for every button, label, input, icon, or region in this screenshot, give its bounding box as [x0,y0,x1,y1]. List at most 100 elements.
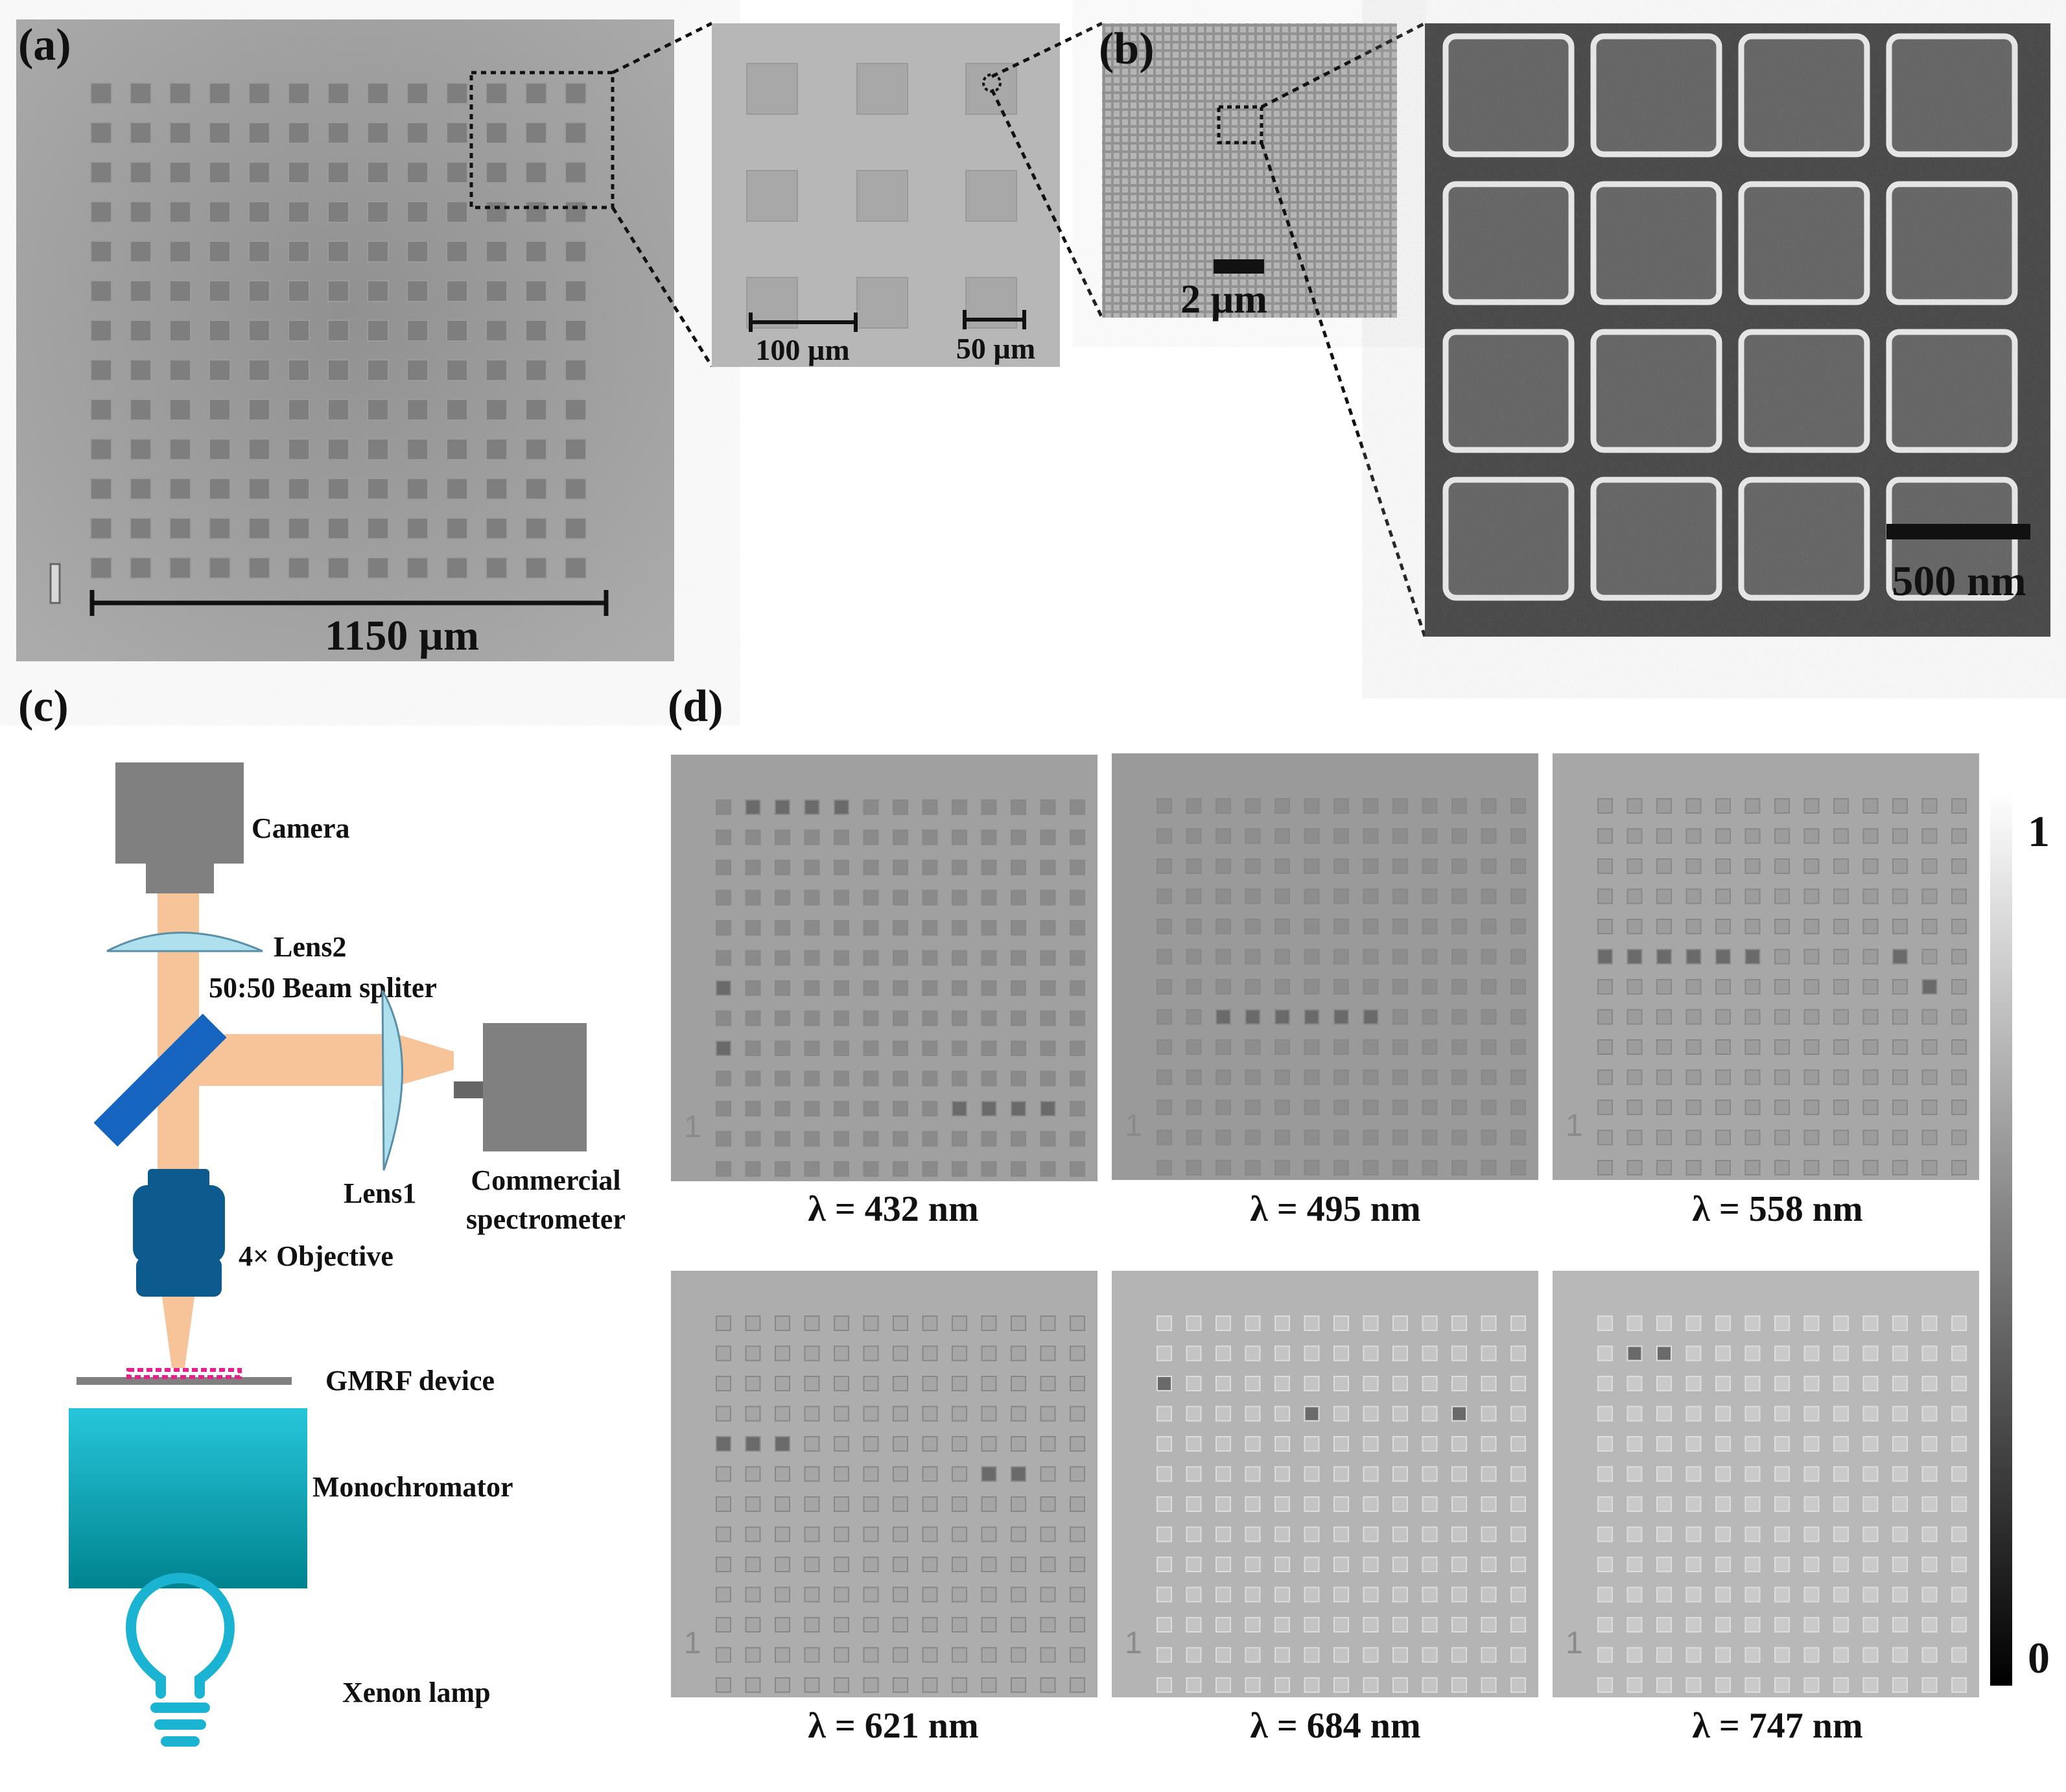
pad [1715,1677,1731,1693]
pad [1363,1586,1379,1603]
pad [1862,979,1879,995]
pad [1921,1466,1938,1482]
gmrf-device-strip [126,1368,242,1379]
pad [893,1617,908,1633]
pad [922,1101,938,1116]
pad [1156,1376,1172,1391]
pad [1245,1160,1261,1175]
pad [1481,1376,1497,1391]
pad [1392,1315,1408,1331]
pad [893,1436,908,1452]
pad [775,1647,790,1663]
pad [922,1526,938,1542]
pad [1951,888,1967,904]
pad [745,860,761,875]
pad [1892,1466,1908,1482]
pad [1215,1009,1231,1025]
pad [1011,1436,1026,1452]
pad [1715,1009,1731,1025]
pad [893,1315,908,1331]
pad [745,829,761,845]
pad [1833,1466,1849,1482]
pad [1597,1466,1613,1482]
pad [1862,1315,1879,1331]
pad [716,950,731,966]
pad [1333,1466,1349,1482]
pad [367,438,389,460]
pad [745,1526,761,1542]
pad [1774,828,1790,844]
beam-horizontal [199,1034,397,1086]
pad [1656,1647,1672,1663]
pad [1833,1129,1849,1146]
pad [367,241,389,263]
pad [1011,1647,1026,1663]
pad [863,980,879,996]
pad [775,1345,790,1362]
pad [1333,1526,1349,1542]
image-background [1553,1271,1979,1697]
pad [981,1376,997,1391]
pad [169,359,191,381]
pad [1333,1677,1349,1693]
pad [716,1376,731,1391]
pad [1156,888,1172,904]
pad [1921,1526,1938,1542]
pad [1951,828,1967,844]
pad [1803,1100,1820,1115]
pad [406,478,428,500]
pad [90,478,112,500]
pad [288,161,310,183]
pad [1892,798,1908,814]
pad [1656,1677,1672,1693]
pad [1011,1466,1026,1482]
pad [1156,798,1172,814]
pad [1921,1496,1938,1512]
pad [1803,949,1820,965]
pad [1715,1647,1731,1663]
pad [406,557,428,579]
pad [745,1677,761,1693]
caption-495: λ = 495 nm [1250,1189,1420,1229]
pad [1422,949,1438,965]
inset-pad [746,277,798,329]
pad [1685,858,1702,874]
pad [981,1131,997,1147]
pad [1304,919,1320,934]
pad [1274,1315,1290,1331]
pad [1715,1496,1731,1512]
pad [367,201,389,223]
pad [834,1101,849,1116]
pad [525,241,547,263]
pad [248,557,270,579]
pad [1833,1406,1849,1422]
pad [981,1345,997,1362]
connector-b-top [1260,21,1426,109]
pad [1921,1406,1938,1422]
pad [1774,1069,1790,1085]
pad [1803,1160,1820,1175]
pad [1304,1069,1320,1085]
pad [1951,798,1967,814]
pad [775,920,790,936]
pad [804,890,820,906]
pad [288,438,310,460]
pad [327,438,349,460]
pad [446,478,468,500]
pad [804,1070,820,1087]
pad [1803,798,1820,814]
pad [1186,1160,1202,1175]
pad [1245,1436,1261,1452]
pad [1011,1131,1026,1147]
image-background [671,755,1098,1181]
pad [745,1131,761,1147]
pad [1333,798,1349,814]
pad [745,1101,761,1116]
pad [1803,1526,1820,1542]
connector-b-bottom [1260,142,1427,637]
pad [1070,1557,1085,1572]
pad [248,478,270,500]
pad [1186,1526,1202,1542]
pad [834,1315,849,1331]
pad [1921,1039,1938,1055]
